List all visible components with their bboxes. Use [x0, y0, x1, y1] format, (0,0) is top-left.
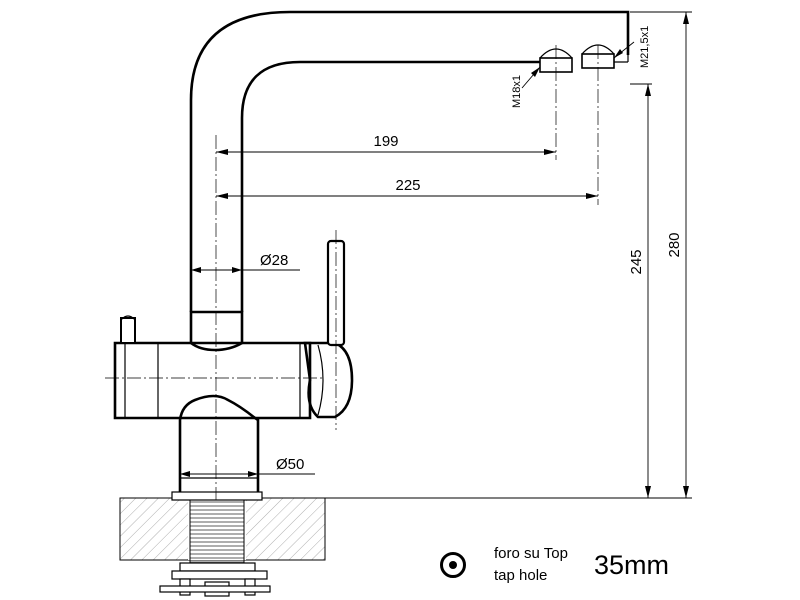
dimension-280: 280: [666, 12, 689, 498]
spout-tube: [189, 10, 630, 312]
mounting-thread: [171, 491, 263, 564]
thread-m21-label: M21,5x1: [639, 26, 651, 68]
dimension-225-label: 225: [395, 177, 420, 194]
mounting-nut: [159, 562, 271, 597]
side-knob: [120, 315, 136, 344]
faucet-neck: [178, 394, 260, 492]
legend-label-en: tap hole: [494, 567, 548, 584]
tap-hole-size: 35mm: [593, 549, 669, 580]
faucet-body: [113, 341, 312, 420]
dimension-225: 225: [216, 177, 598, 199]
tap-hole-legend: foro su Top tap hole 35mm: [440, 540, 669, 590]
dimension-diameter-50: Ø50: [180, 456, 315, 477]
dimension-280-label: 280: [666, 232, 683, 257]
spout-collar: [189, 310, 244, 352]
target-icon: [440, 552, 466, 578]
dimension-245: 245: [628, 84, 651, 498]
dimension-diameter-28: Ø28: [191, 252, 300, 273]
outlet-aerators: [539, 44, 615, 73]
dimension-199-label: 199: [373, 133, 398, 150]
thread-callout-m18: M18x1: [511, 66, 541, 108]
thread-m18-label: M18x1: [511, 75, 523, 108]
legend-label-it: foro su Top: [494, 545, 568, 562]
dimension-199: 199: [216, 133, 556, 155]
legend-labels: foro su Top tap hole: [494, 543, 568, 587]
center-lines: [105, 45, 599, 500]
dimension-diameter-50-label: Ø50: [276, 456, 304, 473]
lever-housing: [303, 341, 354, 419]
thread-callout-m21: M21,5x1: [613, 26, 651, 68]
dimension-245-label: 245: [628, 249, 645, 274]
dimension-diameter-28-label: Ø28: [260, 252, 288, 269]
extension-lines: [179, 11, 692, 499]
